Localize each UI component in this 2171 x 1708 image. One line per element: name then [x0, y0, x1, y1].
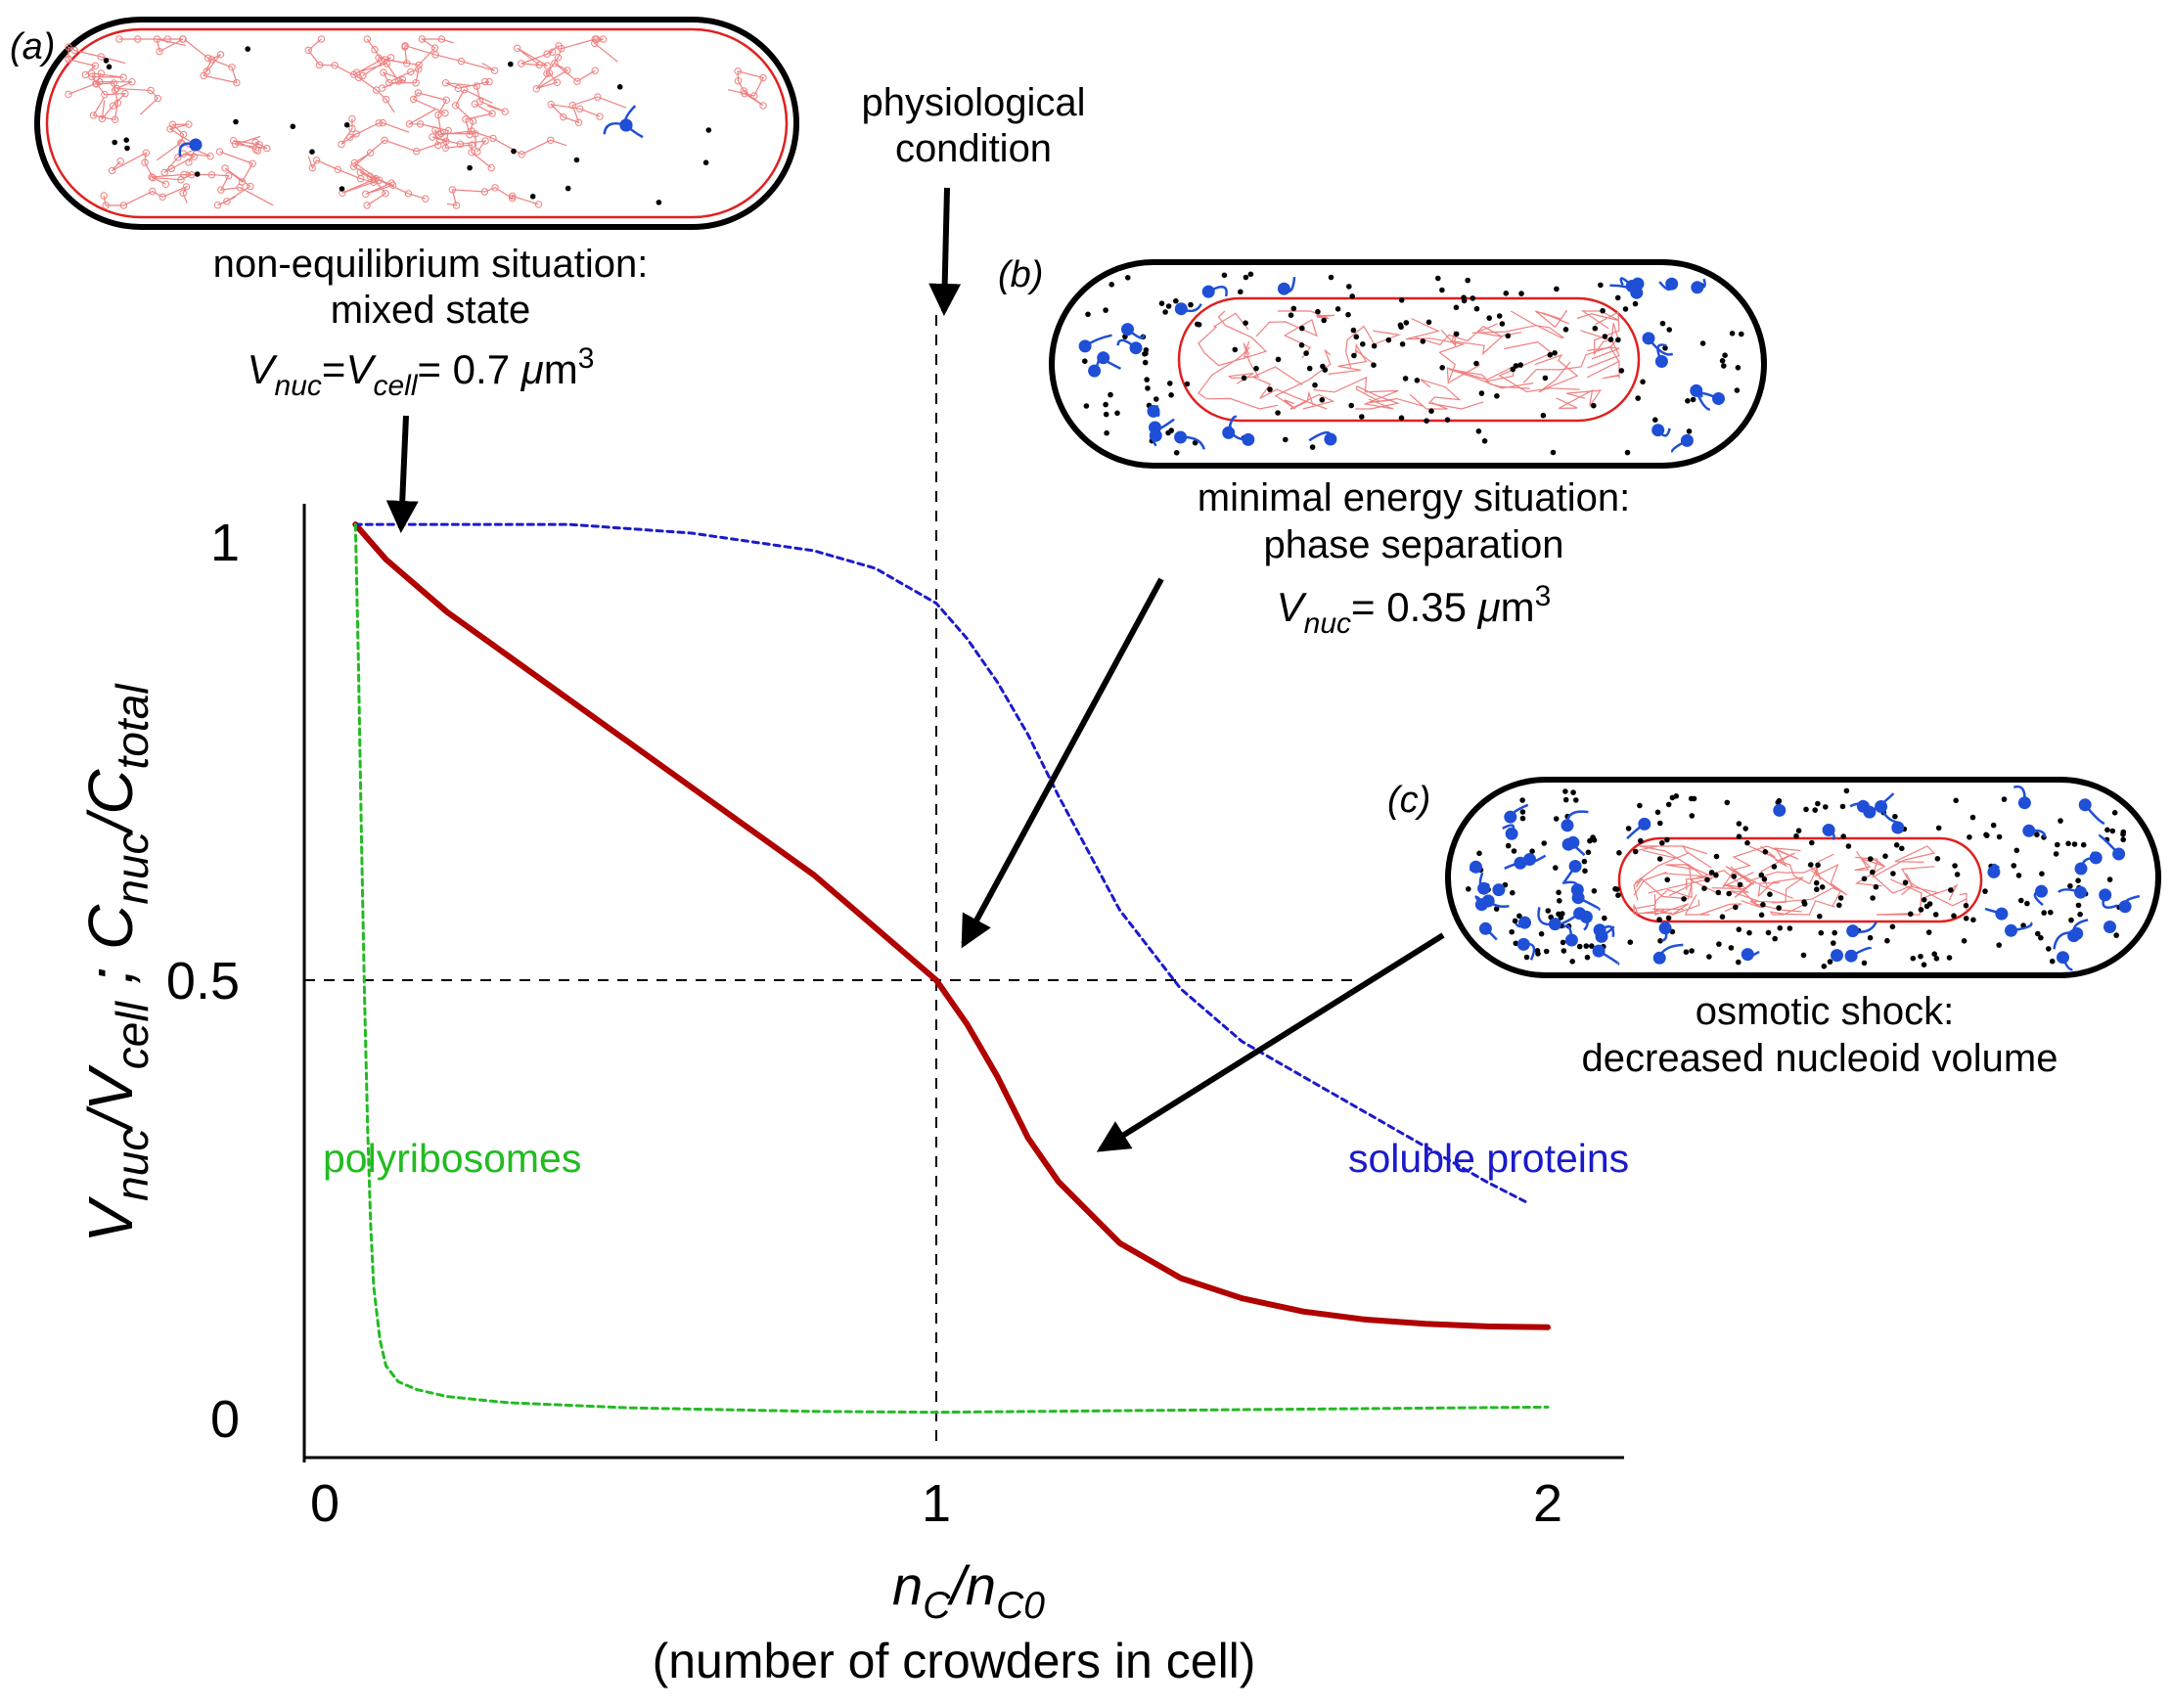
crowders-c [1466, 787, 2127, 969]
formula-b-part-2: = 0.35 [1351, 584, 1478, 630]
formula-a-part-6: μ [520, 346, 544, 392]
physio-line2: condition [895, 127, 1052, 170]
x-tick-label-2: 2 [1533, 1474, 1562, 1533]
y-tick-label-2: 1 [210, 514, 240, 572]
dna-c [1633, 844, 1967, 916]
formula-a-part-8: 3 [578, 342, 595, 375]
series-nucleoid [352, 521, 1551, 1330]
arrow-b [961, 577, 1164, 949]
cell-c-illustration [1445, 777, 2161, 978]
series-layer [352, 521, 1551, 1415]
x-label-sub1: C [923, 1585, 951, 1627]
cell-b-illustration [1049, 259, 1767, 469]
arrow-physio [928, 187, 962, 316]
annotation-a-line2: mixed state [331, 289, 531, 332]
formula-b-part-1: nuc [1304, 607, 1351, 640]
formula-b-part-4: m [1501, 584, 1535, 630]
formula-b-part-3: μ [1477, 584, 1501, 630]
proteins-b [1078, 277, 1725, 454]
formula-b-part-0: V [1277, 584, 1308, 630]
formula-a-part-5: = 0.7 [417, 346, 520, 392]
y-label-part-2: /V [75, 1064, 146, 1133]
y-axis-label: Vnuc/Vcell ; Cnuc/Ctotal [75, 683, 158, 1243]
formula-a-part-1: nuc [275, 370, 322, 402]
dna-b [1198, 310, 1620, 410]
annotation-b-formula: Vnuc= 0.35 μm3 [1277, 580, 1552, 640]
panel-b-label: (b) [998, 254, 1043, 295]
cell-a-illustration [34, 17, 799, 230]
formula-a-part-2: = [322, 346, 346, 392]
y-label-part-7: total [107, 683, 158, 770]
x-label-sub2: C0 [996, 1585, 1045, 1627]
x-axis-caption: (number of crowders in cell) [653, 1634, 1256, 1688]
x-tick-label-0: 0 [310, 1474, 339, 1533]
y-label-part-1: nuc [107, 1129, 158, 1201]
series-polyribosomes [353, 522, 1550, 1415]
annotation-c-line1: osmotic shock: [1696, 990, 1955, 1033]
proteins-c [1469, 785, 2141, 971]
x-axis-label: nC/nC0 [892, 1554, 1045, 1627]
series-soluble [353, 522, 1531, 1205]
x-label-mid: /n [946, 1554, 996, 1616]
arrow-a [385, 415, 419, 533]
formula-b-part-5: 3 [1535, 580, 1552, 612]
legend-polyribosomes: polyribosomes [323, 1136, 581, 1181]
dna-a [65, 35, 767, 209]
panel-c-label: (c) [1387, 780, 1430, 821]
y-label-part-3: cell [107, 1000, 158, 1069]
annotation-a-formula: Vnuc=Vcell= 0.7 μm3 [248, 342, 595, 402]
formula-a-part-0: V [248, 346, 279, 392]
y-label-part-0: V [75, 1196, 146, 1243]
annotation-b-line2: phase separation [1264, 523, 1564, 566]
annotation-c-line2: decreased nucleoid volume [1582, 1037, 2058, 1080]
x-tick-labels: 0 1 2 [310, 1474, 1562, 1533]
formula-a-part-7: m [544, 346, 578, 392]
y-label-part-5: nuc [107, 832, 158, 904]
x-tick-label-1: 1 [922, 1474, 951, 1533]
formula-a-part-4: cell [373, 370, 418, 402]
proteins-a [178, 105, 644, 157]
y-label-part-6: /C [75, 769, 146, 836]
annotation-b-line1: minimal energy situation: [1198, 476, 1630, 519]
panel-a-label: (a) [10, 26, 55, 67]
y-tick-label-0: 0 [210, 1390, 240, 1449]
physio-line1: physiological [861, 81, 1085, 124]
legend-soluble-proteins: soluble proteins [1348, 1136, 1629, 1181]
y-label-part-4: ; C [75, 904, 146, 1002]
annotation-a-line1: non-equilibrium situation: [213, 243, 649, 286]
formula-a-part-3: V [345, 346, 377, 392]
y-tick-labels: 00.51 [166, 514, 240, 1449]
y-tick-label-1: 0.5 [166, 952, 240, 1011]
x-label-n: n [892, 1554, 923, 1616]
crowders-a [103, 46, 712, 205]
arrow-c [1096, 932, 1445, 1152]
